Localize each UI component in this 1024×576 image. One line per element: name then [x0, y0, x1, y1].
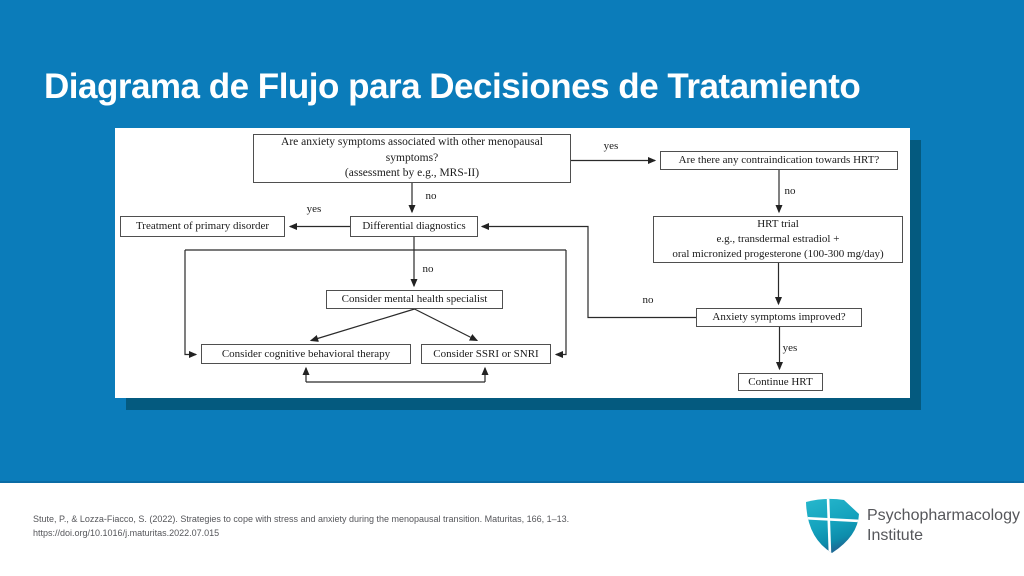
page-title: Diagrama de Flujo para Decisiones de Tra… [44, 67, 861, 107]
institute-shield-icon [806, 498, 859, 553]
brand-name-line1: Psychopharmacology [867, 507, 1020, 524]
edge-label-improved-yes: yes [782, 342, 798, 354]
edge-label-contraindication-no: no [784, 185, 796, 197]
node-hrt-trial-line3: oral micronized progesterone (100-300 mg… [672, 247, 884, 260]
brand-name: Psychopharmacology Institute [867, 506, 1020, 546]
citation-line1: Stute, P., & Lozza-Fiacco, S. (2022). St… [33, 514, 570, 524]
node-continue-hrt-text: Continue HRT [748, 375, 813, 388]
edge-label-differential-yes: yes [306, 203, 322, 215]
node-menopausal-question: Are anxiety symptoms associated with oth… [253, 134, 571, 183]
node-differential-text: Differential diagnostics [362, 220, 466, 233]
slide-blue-background: Diagrama de Flujo para Decisiones de Tra… [0, 0, 1024, 483]
node-continue-hrt: Continue HRT [738, 373, 823, 391]
node-cbt: Consider cognitive behavioral therapy [201, 344, 411, 364]
node-improved-question: Anxiety symptoms improved? [696, 308, 862, 327]
node-hrt-trial: HRT trial e.g., transdermal estradiol + … [653, 216, 903, 263]
edge-label-menopausal-yes: yes [603, 140, 619, 152]
node-ssri-snri-text: Consider SSRI or SNRI [433, 347, 539, 360]
node-contraindication-question: Are there any contraindication towards H… [660, 151, 898, 170]
edge-label-improved-no: no [642, 294, 654, 306]
node-treatment-primary: Treatment of primary disorder [120, 216, 285, 237]
node-ssri-snri: Consider SSRI or SNRI [421, 344, 551, 364]
citation-line2: https://doi.org/10.1016/j.maturitas.2022… [33, 527, 220, 538]
citation: Stute, P., & Lozza-Fiacco, S. (2022). St… [33, 513, 673, 540]
slide-footer: Stute, P., & Lozza-Fiacco, S. (2022). St… [0, 483, 1024, 576]
flowchart-panel: Are anxiety symptoms associated with oth… [115, 128, 910, 398]
node-hrt-trial-line2: e.g., transdermal estradiol + [716, 233, 840, 246]
node-specialist-text: Consider mental health specialist [341, 293, 488, 306]
node-contraindication-text: Are there any contraindication towards H… [678, 154, 880, 167]
node-mental-health-specialist: Consider mental health specialist [326, 290, 503, 309]
node-menopausal-question-text: Are anxiety symptoms associated with oth… [281, 136, 543, 164]
node-treatment-primary-text: Treatment of primary disorder [135, 220, 270, 233]
node-differential-diagnostics: Differential diagnostics [350, 216, 478, 237]
edge-label-differential-no: no [422, 263, 434, 275]
node-hrt-trial-line1: HRT trial [757, 218, 799, 231]
node-menopausal-question-subtext: (assessment by e.g., MRS-II) [344, 167, 480, 180]
brand-name-line2: Institute [867, 527, 924, 544]
node-improved-text: Anxiety symptoms improved? [712, 311, 846, 324]
edge-label-menopausal-no: no [425, 190, 437, 202]
node-cbt-text: Consider cognitive behavioral therapy [221, 347, 391, 360]
